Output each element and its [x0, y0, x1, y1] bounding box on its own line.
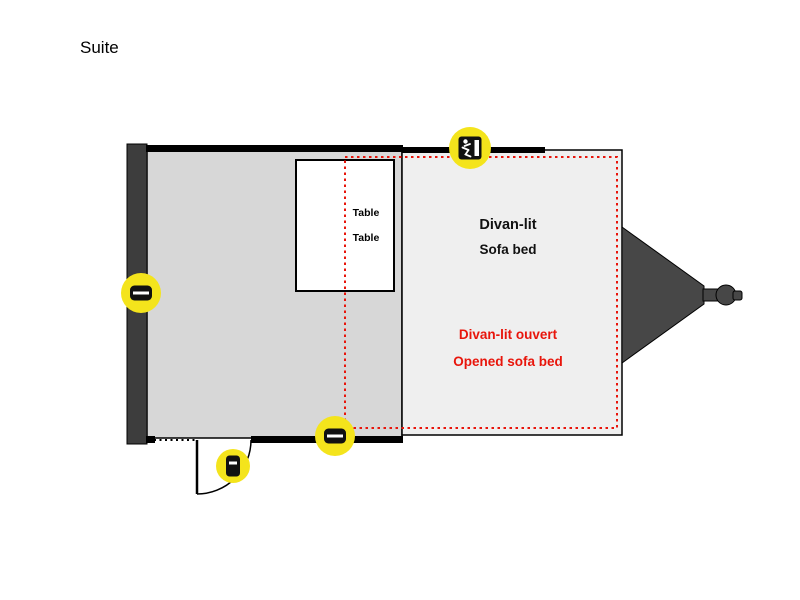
- sofa-open-label-en: Opened sofa bed: [453, 354, 563, 369]
- door-icon: [216, 449, 250, 483]
- page-title: Suite: [80, 38, 119, 57]
- window-icon-left: [121, 273, 161, 313]
- window-icon-bottom: [315, 416, 355, 456]
- trailer-tongue: [621, 226, 743, 364]
- opened-sofa-bed-outline: [344, 156, 618, 429]
- exit-icon-runner: [461, 139, 472, 158]
- table-label-1: Table: [353, 207, 380, 219]
- top-wall: [146, 145, 403, 152]
- sofa-bed-room: [401, 149, 623, 436]
- bottom-wall-left-stub: [146, 436, 155, 443]
- runner-arm: [463, 143, 471, 147]
- sofa-label-en: Sofa bed: [479, 242, 536, 257]
- runner-torso: [461, 146, 470, 151]
- door-icon-glyph: [226, 455, 240, 477]
- sofa-label-fr: Divan-lit: [479, 217, 536, 233]
- emergency-exit-icon: [449, 127, 491, 169]
- tongue-triangle: [621, 226, 705, 364]
- runner-head: [463, 139, 468, 144]
- table-label-2: Table: [353, 232, 380, 244]
- exit-icon-doorway: [474, 140, 479, 156]
- hitch-ball-nub: [732, 290, 743, 301]
- runner-legs: [464, 149, 472, 158]
- sofa-open-label-fr: Divan-lit ouvert: [459, 327, 558, 342]
